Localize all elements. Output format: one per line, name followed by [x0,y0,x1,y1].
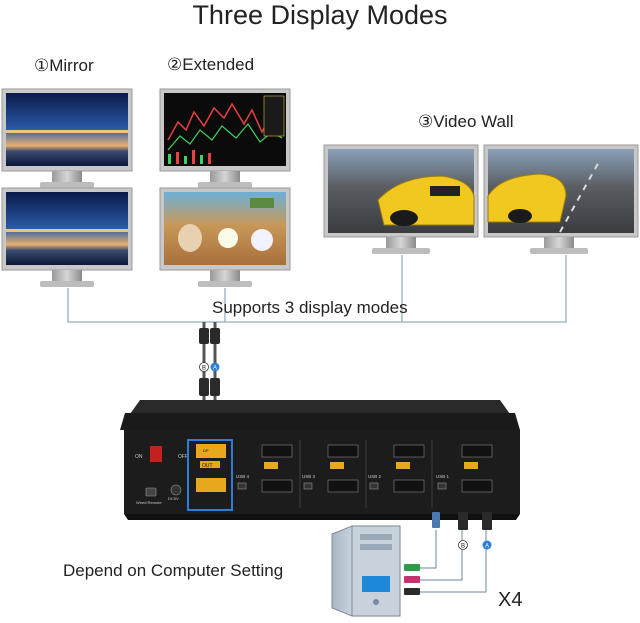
kvm-label-dc: DC5V [168,496,179,501]
output-highlight [187,439,233,511]
kvm-label-off: OFF [178,454,188,460]
dp-out-port-1 [196,444,226,458]
monitor-mirror-top [1,88,133,188]
svg-text:B: B [461,544,465,550]
display-connector-lines [67,255,567,323]
input-group-4: USB 4 [236,444,293,493]
monitor-video-wall-right [483,144,639,254]
monitor-extended-top [159,88,291,188]
svg-text:USB 4: USB 4 [236,474,250,479]
mode-label-video-wall: ③Video Wall [418,112,514,131]
input-group-2: USB 2 [368,444,425,493]
depend-caption: Depend on Computer Setting [63,561,284,580]
multiplier-label: X4 [498,589,523,611]
dp-out-port-2 [196,478,226,492]
kvm-label-dp-out: DP [203,448,209,453]
svg-text:A: A [485,544,489,550]
kvm-label-on: ON [135,454,143,460]
input-group-3: USB 3 [302,444,359,493]
dc-power-port [170,484,182,496]
computer-side-plugs [404,512,492,595]
cable-label-a-top: A [210,362,220,372]
cable-label-b-top: B [199,362,209,372]
cable-label-b-bottom: B [458,540,468,550]
display-cables [199,322,220,400]
power-switch [150,446,162,462]
svg-text:USB 3: USB 3 [302,474,316,479]
svg-text:USB 1: USB 1 [436,474,450,479]
svg-text:USB 2: USB 2 [368,474,382,479]
diagram-title: Three Display Modes [192,0,448,30]
kvm-label-remote: Wired Remote [136,500,162,505]
kvm-label-out: OUT [202,463,213,469]
svg-text:B: B [202,366,206,372]
monitor-mirror-bottom [1,187,133,287]
remote-port [145,487,157,497]
support-caption: Supports 3 display modes [212,298,408,317]
kvm-switch: ON OFF Wired Remote DC5V OUT DP USB 4 US… [120,400,520,520]
mode-label-extended: ②Extended [167,55,255,74]
monitor-extended-bottom [159,187,291,287]
svg-text:A: A [213,366,217,372]
computer-tower-icon [331,525,401,617]
cable-label-a-bottom: A [482,540,492,550]
input-group-1: USB 1 [436,444,493,493]
monitor-video-wall-left [323,144,479,254]
mode-label-mirror: ①Mirror [34,56,94,75]
